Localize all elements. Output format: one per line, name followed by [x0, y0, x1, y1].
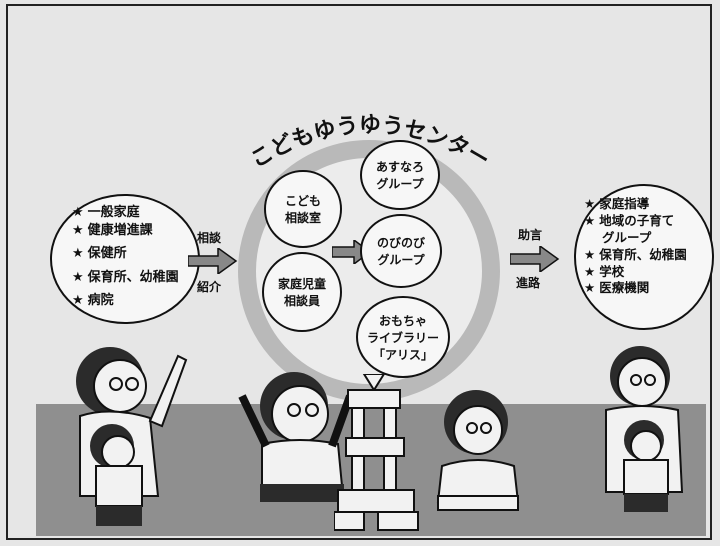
- nobinobi-circle: のびのび グループ: [360, 214, 442, 288]
- right-item: ★医療機関: [584, 280, 650, 296]
- right-item: グループ: [602, 229, 652, 245]
- right-arrow: [510, 246, 560, 272]
- left-list: ★一般家庭 ★健康増進課 ★保健所 ★保育所、幼稚園 ★病院: [72, 204, 179, 310]
- right-arrow-top-label: 助言: [518, 228, 543, 242]
- nobinobi-label: のびのび グループ: [376, 236, 425, 267]
- left-item: ★保育所、幼稚園: [72, 269, 179, 285]
- boy-illustration: [238, 372, 354, 502]
- right-arrow-bottom-label: 進路: [516, 276, 541, 290]
- left-arrow-bottom-label: 紹介: [197, 280, 222, 294]
- left-bubble: [50, 194, 200, 324]
- kodomo-soudanshitsu-label: こども 相談室: [284, 194, 321, 225]
- left-item: ★病院: [72, 293, 114, 309]
- left-arrow: [188, 248, 238, 274]
- girl-illustration: [436, 390, 520, 511]
- right-item: ★保育所、幼稚園: [584, 246, 687, 262]
- left-item: ★一般家庭: [72, 205, 140, 220]
- asunaro-label: あすなろ グループ: [375, 160, 424, 191]
- kodomo-soudanshitsu-circle: こども 相談室: [264, 170, 342, 248]
- block-tower-illustration: [334, 374, 419, 531]
- mother-and-child-illustration: [76, 347, 188, 526]
- left-item: ★保健所: [72, 246, 127, 262]
- katei-jidou-circle: 家庭児童 相談員: [262, 252, 342, 332]
- right-list: ★家庭指導 ★地域の子育て グループ ★保育所、幼稚園 ★学校 ★医療機関: [584, 196, 687, 297]
- right-item: ★家庭指導: [584, 196, 650, 211]
- omocha-circle: おもちゃ ライブラリー 「アリス」: [356, 296, 450, 378]
- father-and-child-illustration: [605, 346, 684, 512]
- left-arrow-top-label: 相談: [197, 231, 222, 245]
- right-bubble: [574, 184, 714, 330]
- asunaro-circle: あすなろ グループ: [360, 140, 440, 210]
- left-item: ★健康増進課: [72, 222, 153, 238]
- right-item: ★学校: [584, 263, 625, 279]
- omocha-label: おもちゃ ライブラリー 「アリス」: [366, 313, 439, 362]
- right-item: ★地域の子育て: [584, 212, 675, 228]
- katei-jidou-label: 家庭児童 相談員: [277, 277, 326, 308]
